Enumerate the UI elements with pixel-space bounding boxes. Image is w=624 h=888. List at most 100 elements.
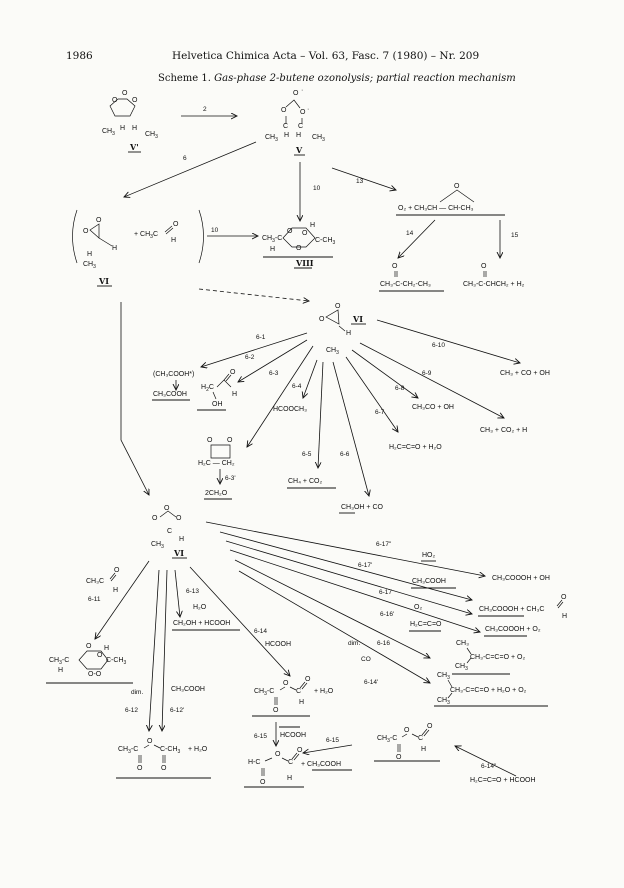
product-6-17pp: CH₃COOOH + OH [492, 575, 550, 582]
arrow-label-6-13: 6-13 [186, 588, 199, 595]
product-15: O CH₃-C-CHCH₂ + H₂ [463, 263, 525, 288]
svg-text:C: C [418, 735, 423, 742]
arrow-label-14: 14 [406, 230, 414, 237]
label-vi-1: VI [98, 276, 109, 286]
svg-text:CH3: CH3 [437, 672, 450, 681]
svg-text:CH3-C: CH3-C [262, 235, 282, 244]
svg-text:CH3-C: CH3-C [254, 688, 274, 697]
product-6-11: OOO-O CH3-C C-CH3 HH [46, 643, 133, 684]
svg-text:CH3-C: CH3-C [118, 746, 138, 755]
label-vi-3: VI [173, 548, 184, 558]
scheme-caption: Scheme 1. Gas-phase 2-butene ozonolysis;… [158, 73, 516, 84]
svg-text:H: H [87, 251, 92, 258]
svg-text:C: C [288, 759, 293, 766]
product-6-5: CH₄ + CO₂ [288, 478, 322, 485]
svg-text:O: O [404, 727, 410, 734]
svg-text:C: C [296, 688, 301, 695]
caption-prefix: Scheme 1. [158, 73, 211, 84]
product-6-1: (CH₃COOH*) CH₃COOH [152, 371, 194, 401]
reagent-6-14pp: H₂C=C=O + HCOOH [470, 777, 536, 784]
arrow-label-6-6: 6-6 [340, 451, 350, 458]
svg-text:H: H [270, 246, 275, 253]
svg-text:H: H [346, 330, 351, 337]
reagent-6-16p: H₂C=C=O [410, 621, 442, 628]
svg-text:C: C [167, 528, 172, 535]
product-6-14p: CH3 CH₃-C=C=O + H₂O + O₂ CH3 [434, 672, 548, 707]
product-15-text: CH₃-C-CHCH₂ + H₂ [463, 281, 525, 288]
reagent-6-15p: + CH₃COOH [301, 761, 341, 768]
svg-text:O: O [427, 723, 433, 730]
svg-text:H: H [287, 775, 292, 782]
svg-text:O: O [296, 245, 302, 252]
arrow-label-6-11: 6-11 [88, 596, 101, 603]
svg-text:CH3: CH3 [265, 134, 278, 143]
svg-text:H: H [104, 645, 109, 652]
product-14: O CH₃-C-CH₂-CH₃ [379, 263, 444, 292]
product-6-13: CH₂OH + HCOOH [173, 620, 230, 627]
product-6-9: CH₃ + CO₂ + H [480, 427, 527, 434]
product-6-1b: CH₃COOH [153, 391, 187, 398]
svg-text:·: · [301, 87, 303, 94]
svg-text:O: O [305, 676, 311, 683]
svg-text:O: O [173, 221, 179, 228]
arrow-label-6-16: 6-16 [377, 640, 390, 647]
svg-text:O: O [287, 228, 293, 235]
svg-text:H: H [132, 125, 137, 132]
svg-text:O: O [152, 515, 158, 522]
svg-text:H: H [284, 132, 289, 139]
svg-text:O: O [227, 437, 233, 444]
svg-text:O: O [335, 303, 341, 310]
svg-text:H: H [310, 222, 315, 229]
svg-text:CH3: CH3 [151, 541, 164, 550]
product-6-7: H₂C=C=O + H₂O [389, 444, 442, 451]
bracket-criegee-acetaldehyde: OO H H CH3 VI + CH3C OH [72, 209, 204, 287]
svg-text:O: O [230, 369, 236, 376]
arrow-label-6-8: 6-8 [395, 385, 405, 392]
svg-text:CH3-C: CH3-C [377, 735, 397, 744]
product-6-6: CH₃OH + CO [341, 504, 383, 511]
arrow-label-6-12: 6-12 [125, 707, 138, 714]
arrow-label-13: 13 [356, 178, 364, 185]
reagent-6-17: O₂ [414, 604, 422, 611]
reagent-6-17p: CH₃COOH [412, 578, 446, 585]
dim-label-2: dim. [131, 689, 143, 696]
arrow-label-6: 6 [183, 155, 187, 162]
product-6-2-text: OH [212, 401, 223, 408]
svg-text:O: O [83, 228, 89, 235]
svg-text:CH3: CH3 [455, 663, 468, 672]
dim-label-1: dim. [348, 640, 360, 647]
svg-text:+ CH3C: + CH3C [134, 231, 158, 240]
svg-text:H: H [299, 699, 304, 706]
product-6-3-text: H₂C — CH₂ [198, 460, 235, 467]
arrow-label-6-14pp: 6-14" [481, 763, 497, 770]
product-13: O₂ + CH₃CH — CH-CH₃ O [396, 183, 505, 216]
svg-text:O: O [260, 779, 266, 786]
svg-text:H: H [421, 746, 426, 753]
svg-text:CH3: CH3 [145, 131, 158, 140]
svg-text:O: O [164, 505, 170, 512]
arrow-label-6-17: 6-17 [379, 589, 392, 596]
arrow-label-6-4: 6-4 [292, 383, 302, 390]
product-6-14: CH3-C O C OH O + H₂O [252, 676, 334, 717]
svg-text:O: O [481, 263, 487, 270]
product-6-14-text: + H₂O [314, 688, 334, 695]
svg-text:H: H [296, 132, 301, 139]
product-6-16: CH₃ CH₃-C=C=O + O₂ CH3 [452, 640, 525, 675]
arrow-label-6-12p: 6-12' [170, 707, 184, 714]
svg-text:H: H [562, 613, 567, 620]
label-vi-2: VI [352, 314, 363, 324]
reagent-6-17pp: HO₂ [422, 552, 436, 559]
svg-text:C-CH3: C-CH3 [106, 657, 127, 666]
svg-text:O: O [273, 707, 279, 714]
arrow-label-6-10: 6-10 [432, 342, 445, 349]
svg-text:H: H [232, 391, 237, 398]
svg-text:C: C [283, 123, 288, 130]
product-6-8: CH₃CO + OH [412, 404, 454, 411]
product-6-1a: (CH₃COOH*) [153, 371, 194, 378]
product-6-14p-text: CH₃-C=C=O + H₂O + O₂ [450, 687, 527, 694]
arrow-label-10: 10 [313, 185, 321, 192]
